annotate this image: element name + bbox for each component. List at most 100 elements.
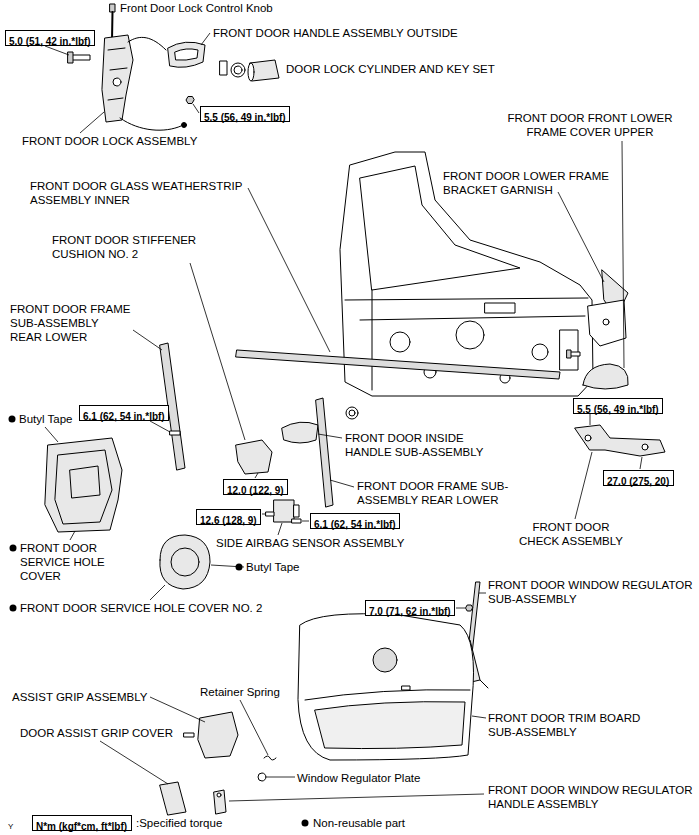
lock-cylinder bbox=[231, 63, 245, 77]
non-reusable-dots bbox=[236, 564, 243, 571]
leader-lines bbox=[479, 593, 486, 594]
glass-weatherstrip bbox=[236, 350, 560, 379]
window-regulator-plate bbox=[258, 773, 266, 781]
part-name: Butyl Tape bbox=[19, 412, 73, 426]
lower-frame-bracket-garnish bbox=[588, 300, 626, 346]
grommet bbox=[346, 407, 358, 419]
leader-lines bbox=[100, 741, 168, 784]
door-check bbox=[642, 444, 648, 450]
legend-text: :Specified torque bbox=[136, 817, 222, 829]
trim-board bbox=[402, 686, 410, 690]
part-name: DOOR LOCK CYLINDER AND KEY SET bbox=[286, 62, 495, 76]
retainer-spring bbox=[264, 756, 276, 760]
trim-board bbox=[315, 702, 465, 749]
frame-rear-lower-middle bbox=[292, 398, 333, 523]
lock-cylinder bbox=[220, 60, 279, 81]
part-name: FRONT DOOR HANDLE ASSEMBLY OUTSIDE bbox=[213, 26, 458, 40]
door-lock-assembly bbox=[128, 37, 166, 50]
leader-lines bbox=[262, 514, 266, 515]
leader-lines bbox=[150, 421, 170, 432]
bolt bbox=[68, 52, 90, 63]
part-name: FRONT DOOR LOCK ASSEMBLY bbox=[22, 134, 197, 148]
trim-board bbox=[298, 614, 474, 760]
front-lower-frame-cover bbox=[583, 364, 628, 389]
grommet bbox=[346, 407, 358, 419]
frame-rear-lower-left bbox=[170, 431, 180, 435]
service-hole-cover bbox=[55, 450, 112, 524]
leader-lines bbox=[558, 192, 604, 282]
leader-lines bbox=[150, 697, 205, 722]
nut bbox=[186, 97, 194, 104]
part-name: SIDE AIRBAG SENSOR ASSEMBLY bbox=[216, 536, 404, 550]
torque-value: 27.0 (275, 20) bbox=[604, 475, 672, 489]
door-lock-assembly bbox=[108, 48, 127, 100]
non-reusable-dots bbox=[9, 416, 309, 827]
trim-board bbox=[305, 690, 470, 700]
legend-text: Non-reusable part bbox=[313, 817, 405, 829]
retainer-spring bbox=[264, 756, 276, 760]
part-name: FRONT DOOR SERVICE HOLE COVER bbox=[20, 541, 115, 583]
torque-box: 12.0 (122, 9) bbox=[223, 479, 288, 495]
leader-lines bbox=[248, 188, 330, 352]
leader-lines bbox=[190, 263, 245, 440]
door-lock-assembly bbox=[182, 123, 187, 128]
glass-weatherstrip bbox=[236, 350, 560, 379]
part-name: FRONT DOOR WINDOW REGULATOR SUB-ASSEMBLY bbox=[488, 578, 696, 606]
part-name: Front Door Lock Control Knob bbox=[120, 1, 273, 15]
frame-rear-lower-middle bbox=[292, 519, 301, 523]
figure-code: Y bbox=[8, 822, 13, 832]
leader-lines bbox=[267, 777, 295, 778]
leader-lines bbox=[278, 523, 282, 535]
side-airbag-sensor bbox=[274, 500, 294, 522]
bolt bbox=[68, 52, 73, 63]
part-name: Retainer Spring bbox=[200, 685, 280, 699]
part-name: FRONT DOOR CHECK ASSEMBLY bbox=[515, 520, 627, 548]
front-door bbox=[456, 321, 484, 349]
part-name: DOOR ASSIST GRIP COVER bbox=[20, 726, 173, 740]
lock-cylinder bbox=[248, 63, 254, 81]
torque-value: 5.5 (56, 49 in.*lbf) bbox=[201, 111, 289, 125]
leader-lines bbox=[229, 794, 484, 801]
leader-lines bbox=[150, 585, 165, 600]
outside-handle bbox=[175, 49, 198, 60]
front-lower-frame-cover bbox=[583, 364, 628, 389]
leader-lines bbox=[201, 33, 210, 45]
regulator-handle bbox=[214, 790, 226, 814]
front-door bbox=[532, 344, 548, 360]
torque-value: 12.0 (122, 9) bbox=[224, 484, 287, 498]
trim-board bbox=[298, 614, 474, 760]
part-name: Butyl Tape bbox=[246, 560, 300, 574]
assist-grip-cover bbox=[160, 782, 186, 815]
window-regulator-plate bbox=[258, 773, 266, 781]
torque-box: 6.1 (62, 54 in.*lbf) bbox=[79, 405, 169, 421]
regulator-handle bbox=[214, 790, 226, 814]
side-airbag-sensor bbox=[294, 505, 299, 517]
lower-frame-bracket-garnish bbox=[567, 270, 628, 358]
front-door bbox=[560, 330, 578, 370]
torque-box: 5.0 (51, 42 in.*lbf) bbox=[5, 30, 95, 46]
front-door bbox=[390, 332, 410, 352]
service-hole-cover-no2 bbox=[160, 535, 210, 589]
torque-box: N*m (kgf*cm, ft*lbf) bbox=[32, 815, 132, 831]
part-name: FRONT DOOR LOWER FRAME BRACKET GARNISH bbox=[443, 169, 628, 197]
outside-handle bbox=[168, 42, 205, 67]
inside-handle bbox=[282, 422, 318, 443]
service-hole-cover-no2 bbox=[171, 548, 199, 576]
service-hole-cover bbox=[45, 438, 122, 532]
window-regulator bbox=[466, 605, 473, 611]
leader-lines bbox=[80, 112, 104, 133]
door-lock-assembly bbox=[120, 118, 181, 130]
torque-value: 12.6 (128, 9) bbox=[197, 514, 260, 528]
assist-grip-cover bbox=[160, 782, 186, 815]
leader-lines bbox=[255, 473, 258, 478]
leader-lines bbox=[45, 33, 642, 801]
part-name: FRONT DOOR FRONT LOWER FRAME COVER UPPER bbox=[500, 111, 680, 139]
torque-value: 6.1 (62, 54 in.*lbf) bbox=[80, 410, 168, 424]
outside-handle bbox=[168, 42, 205, 67]
leader-lines bbox=[622, 141, 624, 368]
torque-value: 5.5 (56, 49 in.*lbf) bbox=[574, 403, 662, 417]
frame-rear-lower-middle bbox=[316, 398, 333, 507]
non-reusable-dots bbox=[10, 545, 17, 552]
torque-box: 5.5 (56, 49 in.*lbf) bbox=[200, 106, 290, 122]
lower-frame-bracket-garnish bbox=[603, 319, 609, 325]
